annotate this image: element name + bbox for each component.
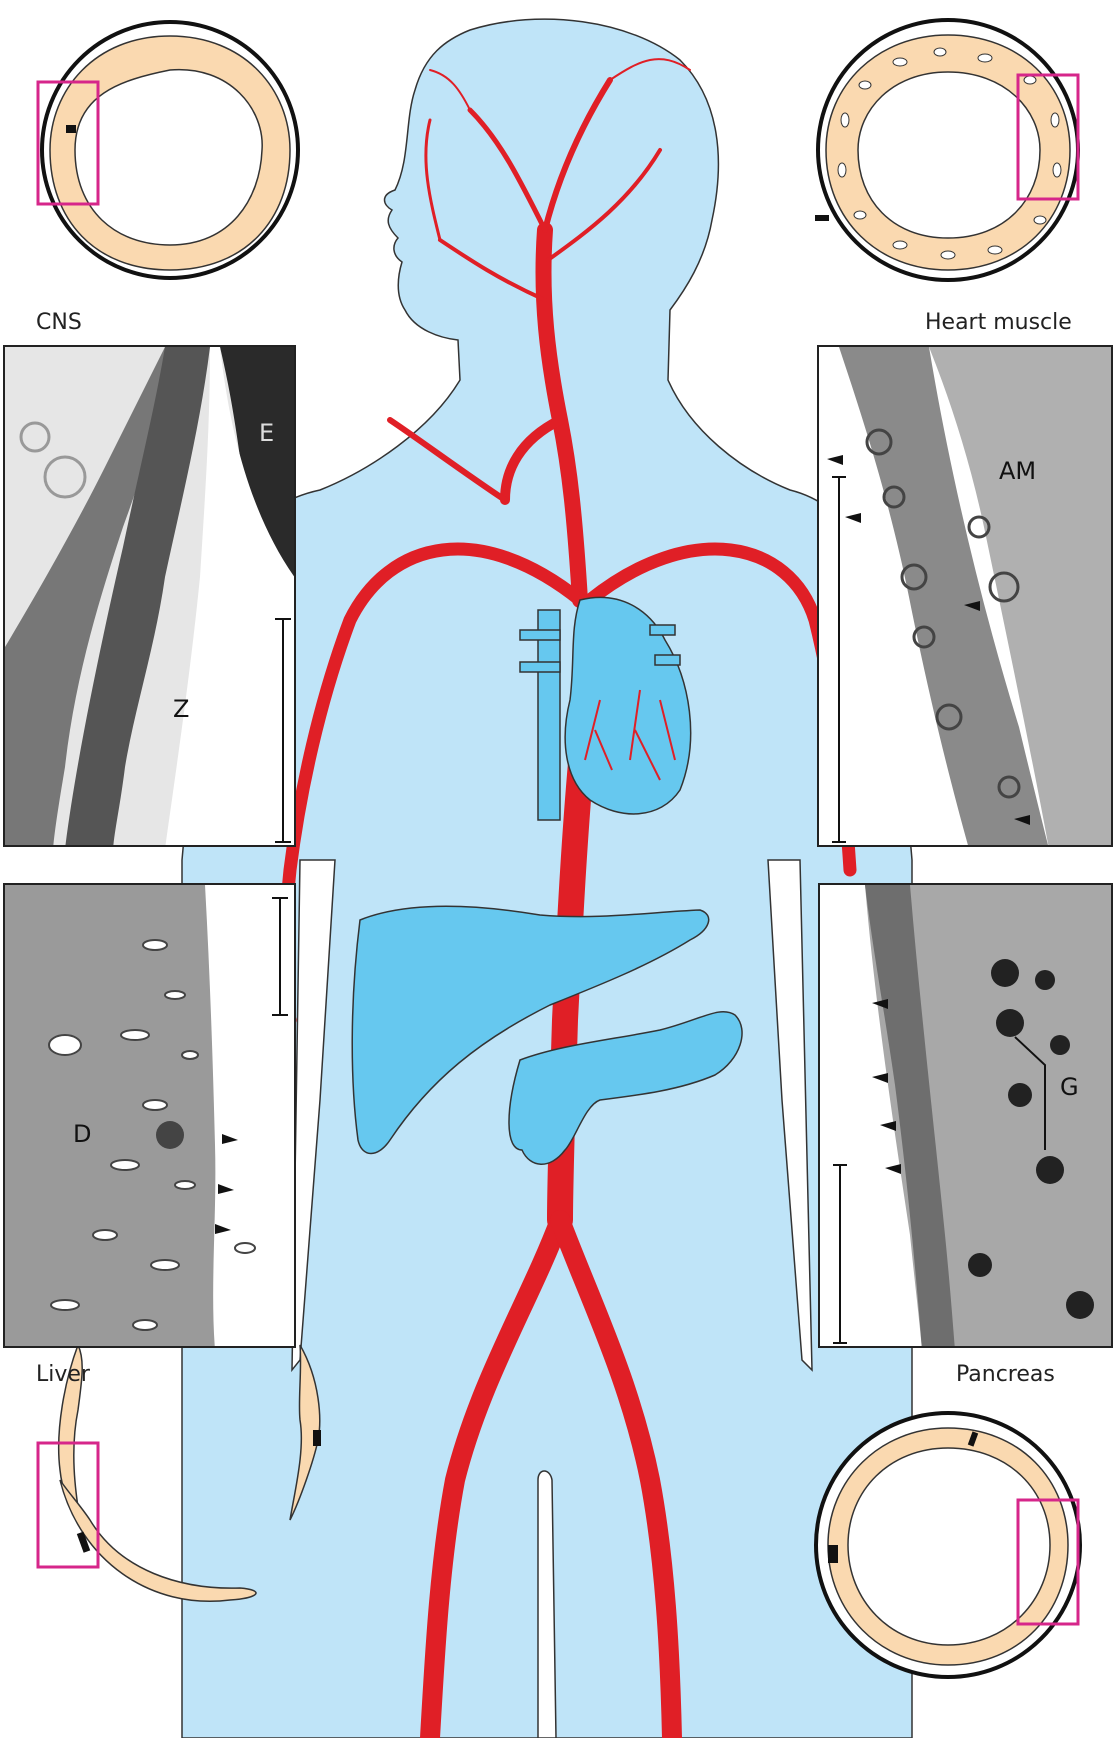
heart-icon	[519, 596, 692, 821]
cns-micro-label-z: Z	[173, 695, 190, 723]
cns-micro-label-e: E	[259, 419, 275, 447]
heart-muscle-micrograph: AM	[817, 345, 1113, 847]
liver-icon	[351, 905, 710, 1155]
liver-micro-label-d: D	[73, 1120, 92, 1148]
liver-micrograph: D	[3, 883, 296, 1348]
arm-gap-right	[767, 859, 813, 1372]
pancreas-micrograph: G	[818, 883, 1113, 1348]
arm-gap-left	[291, 859, 336, 1373]
cns-capillary-section	[36, 20, 300, 280]
pancreas-capillary-section	[814, 1411, 1082, 1679]
heart-muscle-micro-label-am: AM	[999, 457, 1037, 485]
liver-label: Liver	[36, 1362, 90, 1387]
heart-muscle-label: Heart muscle	[925, 310, 1072, 335]
leg-gap	[537, 1470, 557, 1738]
pancreas-icon	[508, 1011, 743, 1165]
cns-micrograph: E Z	[3, 345, 296, 847]
pancreas-label: Pancreas	[956, 1362, 1055, 1387]
pancreas-micro-label-g: G	[1060, 1073, 1079, 1101]
cns-label: CNS	[36, 310, 82, 335]
heart-muscle-capillary-section	[815, 18, 1080, 282]
